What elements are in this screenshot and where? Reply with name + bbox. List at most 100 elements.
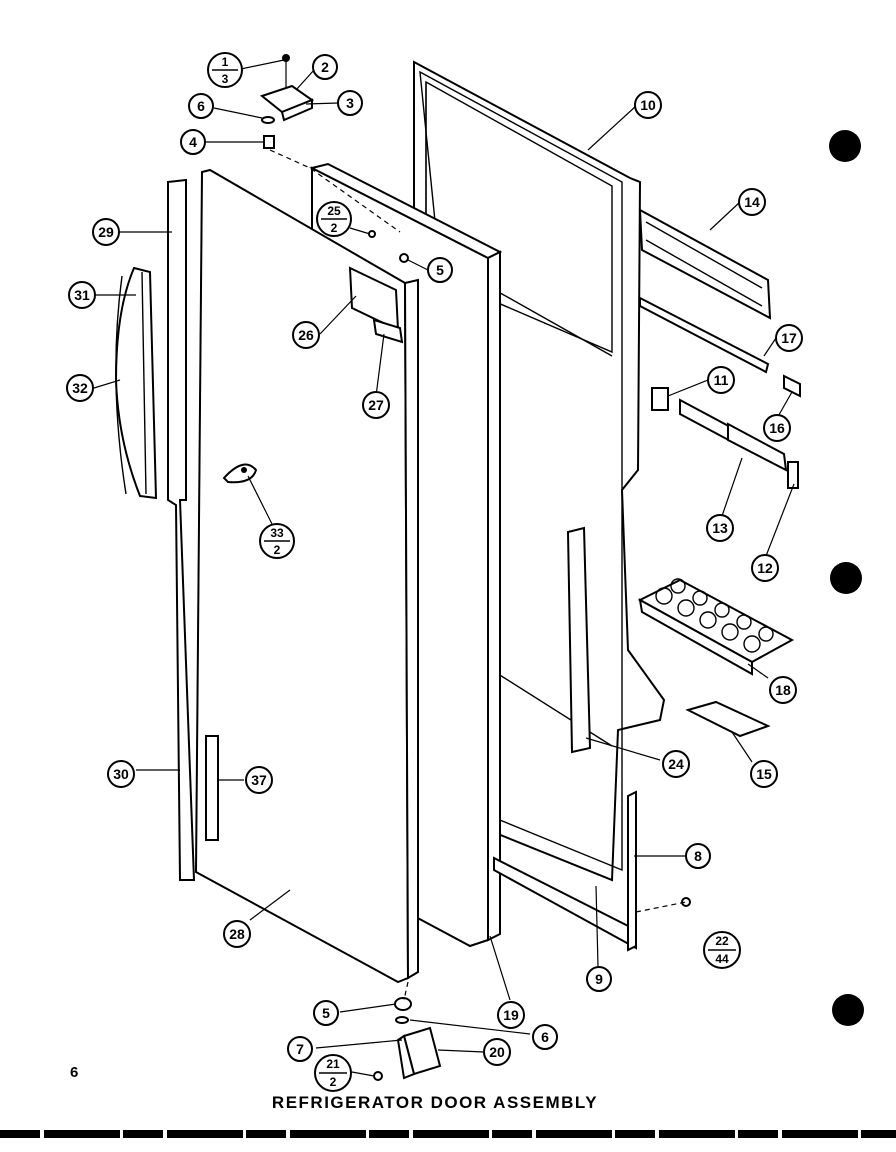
shelf-bar-part-24 bbox=[566, 526, 592, 754]
bottom-trim-parts-8-9 bbox=[493, 790, 637, 952]
svg-text:32: 32 bbox=[72, 380, 88, 396]
callout-24: 24 bbox=[662, 750, 690, 778]
bushing-part-4 bbox=[263, 135, 275, 149]
svg-text:20: 20 bbox=[489, 1044, 505, 1060]
svg-text:2: 2 bbox=[321, 59, 329, 75]
callout-4: 4 bbox=[180, 129, 206, 155]
svg-text:12: 12 bbox=[757, 560, 773, 576]
callout-14: 14 bbox=[738, 188, 766, 216]
clip-part-16 bbox=[783, 374, 801, 398]
callout-6-bottom: 6 bbox=[532, 1024, 558, 1050]
callout-21-2-denominator: 2 bbox=[330, 1075, 337, 1089]
callout-27: 27 bbox=[362, 391, 390, 419]
svg-text:9: 9 bbox=[595, 971, 603, 987]
callout-18: 18 bbox=[769, 676, 797, 704]
bushing-part-5-bottom bbox=[394, 997, 412, 1011]
callout-37: 37 bbox=[245, 766, 273, 794]
dairy-door-parts-13 bbox=[679, 398, 788, 472]
svg-text:15: 15 bbox=[756, 766, 772, 782]
door-shelf-part-14 bbox=[638, 208, 772, 320]
callout-29: 29 bbox=[92, 218, 120, 246]
callout-22-44: 22 44 bbox=[703, 931, 741, 969]
callout-26: 26 bbox=[292, 321, 320, 349]
svg-text:5: 5 bbox=[436, 262, 444, 278]
callout-30: 30 bbox=[107, 760, 135, 788]
callout-2: 2 bbox=[312, 54, 338, 80]
registration-dot-middle bbox=[830, 562, 862, 594]
callout-15: 15 bbox=[750, 760, 778, 788]
svg-text:28: 28 bbox=[229, 926, 245, 942]
svg-text:26: 26 bbox=[298, 327, 314, 343]
svg-text:16: 16 bbox=[769, 420, 785, 436]
scan-border-bottom bbox=[0, 1130, 896, 1138]
door-handle-parts-31-32 bbox=[114, 266, 158, 500]
callout-1-3: 1 3 bbox=[207, 52, 243, 88]
callout-25-2-numerator: 25 bbox=[327, 204, 341, 218]
callout-21-2: 21 2 bbox=[314, 1054, 352, 1092]
svg-text:27: 27 bbox=[368, 397, 384, 413]
hinge-bracket-parts-26-27 bbox=[348, 266, 404, 344]
svg-text:11: 11 bbox=[714, 372, 729, 388]
svg-text:4: 4 bbox=[189, 134, 197, 150]
registration-dot-top bbox=[829, 130, 861, 162]
callout-25-2-denominator: 2 bbox=[331, 221, 338, 235]
callout-1-3-numerator: 1 bbox=[222, 55, 229, 69]
screw-part-21 bbox=[373, 1071, 383, 1081]
svg-text:19: 19 bbox=[503, 1007, 519, 1023]
callout-33-2: 33 2 bbox=[259, 523, 295, 559]
callout-10: 10 bbox=[634, 91, 662, 119]
callout-33-2-denominator: 2 bbox=[274, 543, 281, 557]
callout-22-44-numerator: 22 bbox=[715, 934, 729, 948]
callout-8: 8 bbox=[685, 843, 711, 869]
shelf-rail-part-17 bbox=[639, 296, 770, 374]
callout-9: 9 bbox=[586, 966, 612, 992]
callout-28: 28 bbox=[223, 920, 251, 948]
svg-text:8: 8 bbox=[694, 848, 702, 864]
svg-text:3: 3 bbox=[346, 95, 354, 111]
callout-22-44-denominator: 44 bbox=[715, 952, 729, 966]
svg-text:10: 10 bbox=[640, 97, 656, 113]
clip-part-12 bbox=[787, 461, 799, 489]
svg-text:29: 29 bbox=[98, 224, 114, 240]
callout-5-bottom: 5 bbox=[313, 1000, 339, 1026]
svg-text:14: 14 bbox=[744, 194, 760, 210]
svg-text:17: 17 bbox=[781, 330, 797, 346]
screw-part-5-top bbox=[399, 253, 409, 263]
washer-part-6-bottom bbox=[395, 1016, 409, 1024]
svg-text:24: 24 bbox=[668, 756, 684, 772]
washer-part-6-top bbox=[261, 116, 275, 124]
gasket-strip-parts-29-30 bbox=[167, 178, 196, 881]
callout-25-2: 25 2 bbox=[316, 201, 352, 237]
svg-text:6: 6 bbox=[197, 98, 205, 114]
callout-5-top: 5 bbox=[427, 257, 453, 283]
tray-part-15 bbox=[685, 700, 771, 738]
bottom-hinge-part-20 bbox=[396, 1026, 442, 1080]
svg-text:37: 37 bbox=[251, 772, 267, 788]
callout-6-top: 6 bbox=[188, 93, 214, 119]
callout-1-3-denominator: 3 bbox=[222, 72, 229, 86]
callout-32: 32 bbox=[66, 374, 94, 402]
svg-text:6: 6 bbox=[541, 1029, 549, 1045]
callout-3: 3 bbox=[337, 90, 363, 116]
svg-text:13: 13 bbox=[712, 520, 728, 536]
svg-text:18: 18 bbox=[775, 682, 791, 698]
trim-strip-part-37 bbox=[205, 735, 219, 841]
top-hinge-parts-2-3 bbox=[259, 54, 315, 122]
callout-16: 16 bbox=[763, 414, 791, 442]
screw-part-22 bbox=[681, 897, 691, 907]
page-number: 6 bbox=[70, 1064, 79, 1081]
callout-19: 19 bbox=[497, 1001, 525, 1029]
callout-31: 31 bbox=[68, 281, 96, 309]
svg-text:31: 31 bbox=[74, 287, 90, 303]
door-stop-part-33 bbox=[222, 463, 258, 484]
callout-13: 13 bbox=[706, 514, 734, 542]
callout-12: 12 bbox=[751, 554, 779, 582]
diagram-caption: REFRIGERATOR DOOR ASSEMBLY bbox=[271, 1093, 599, 1112]
clip-part-11 bbox=[651, 387, 669, 411]
registration-dot-bottom bbox=[832, 994, 864, 1026]
callout-11: 11 bbox=[707, 366, 735, 394]
callout-33-2-numerator: 33 bbox=[270, 526, 284, 540]
svg-text:7: 7 bbox=[296, 1041, 304, 1057]
